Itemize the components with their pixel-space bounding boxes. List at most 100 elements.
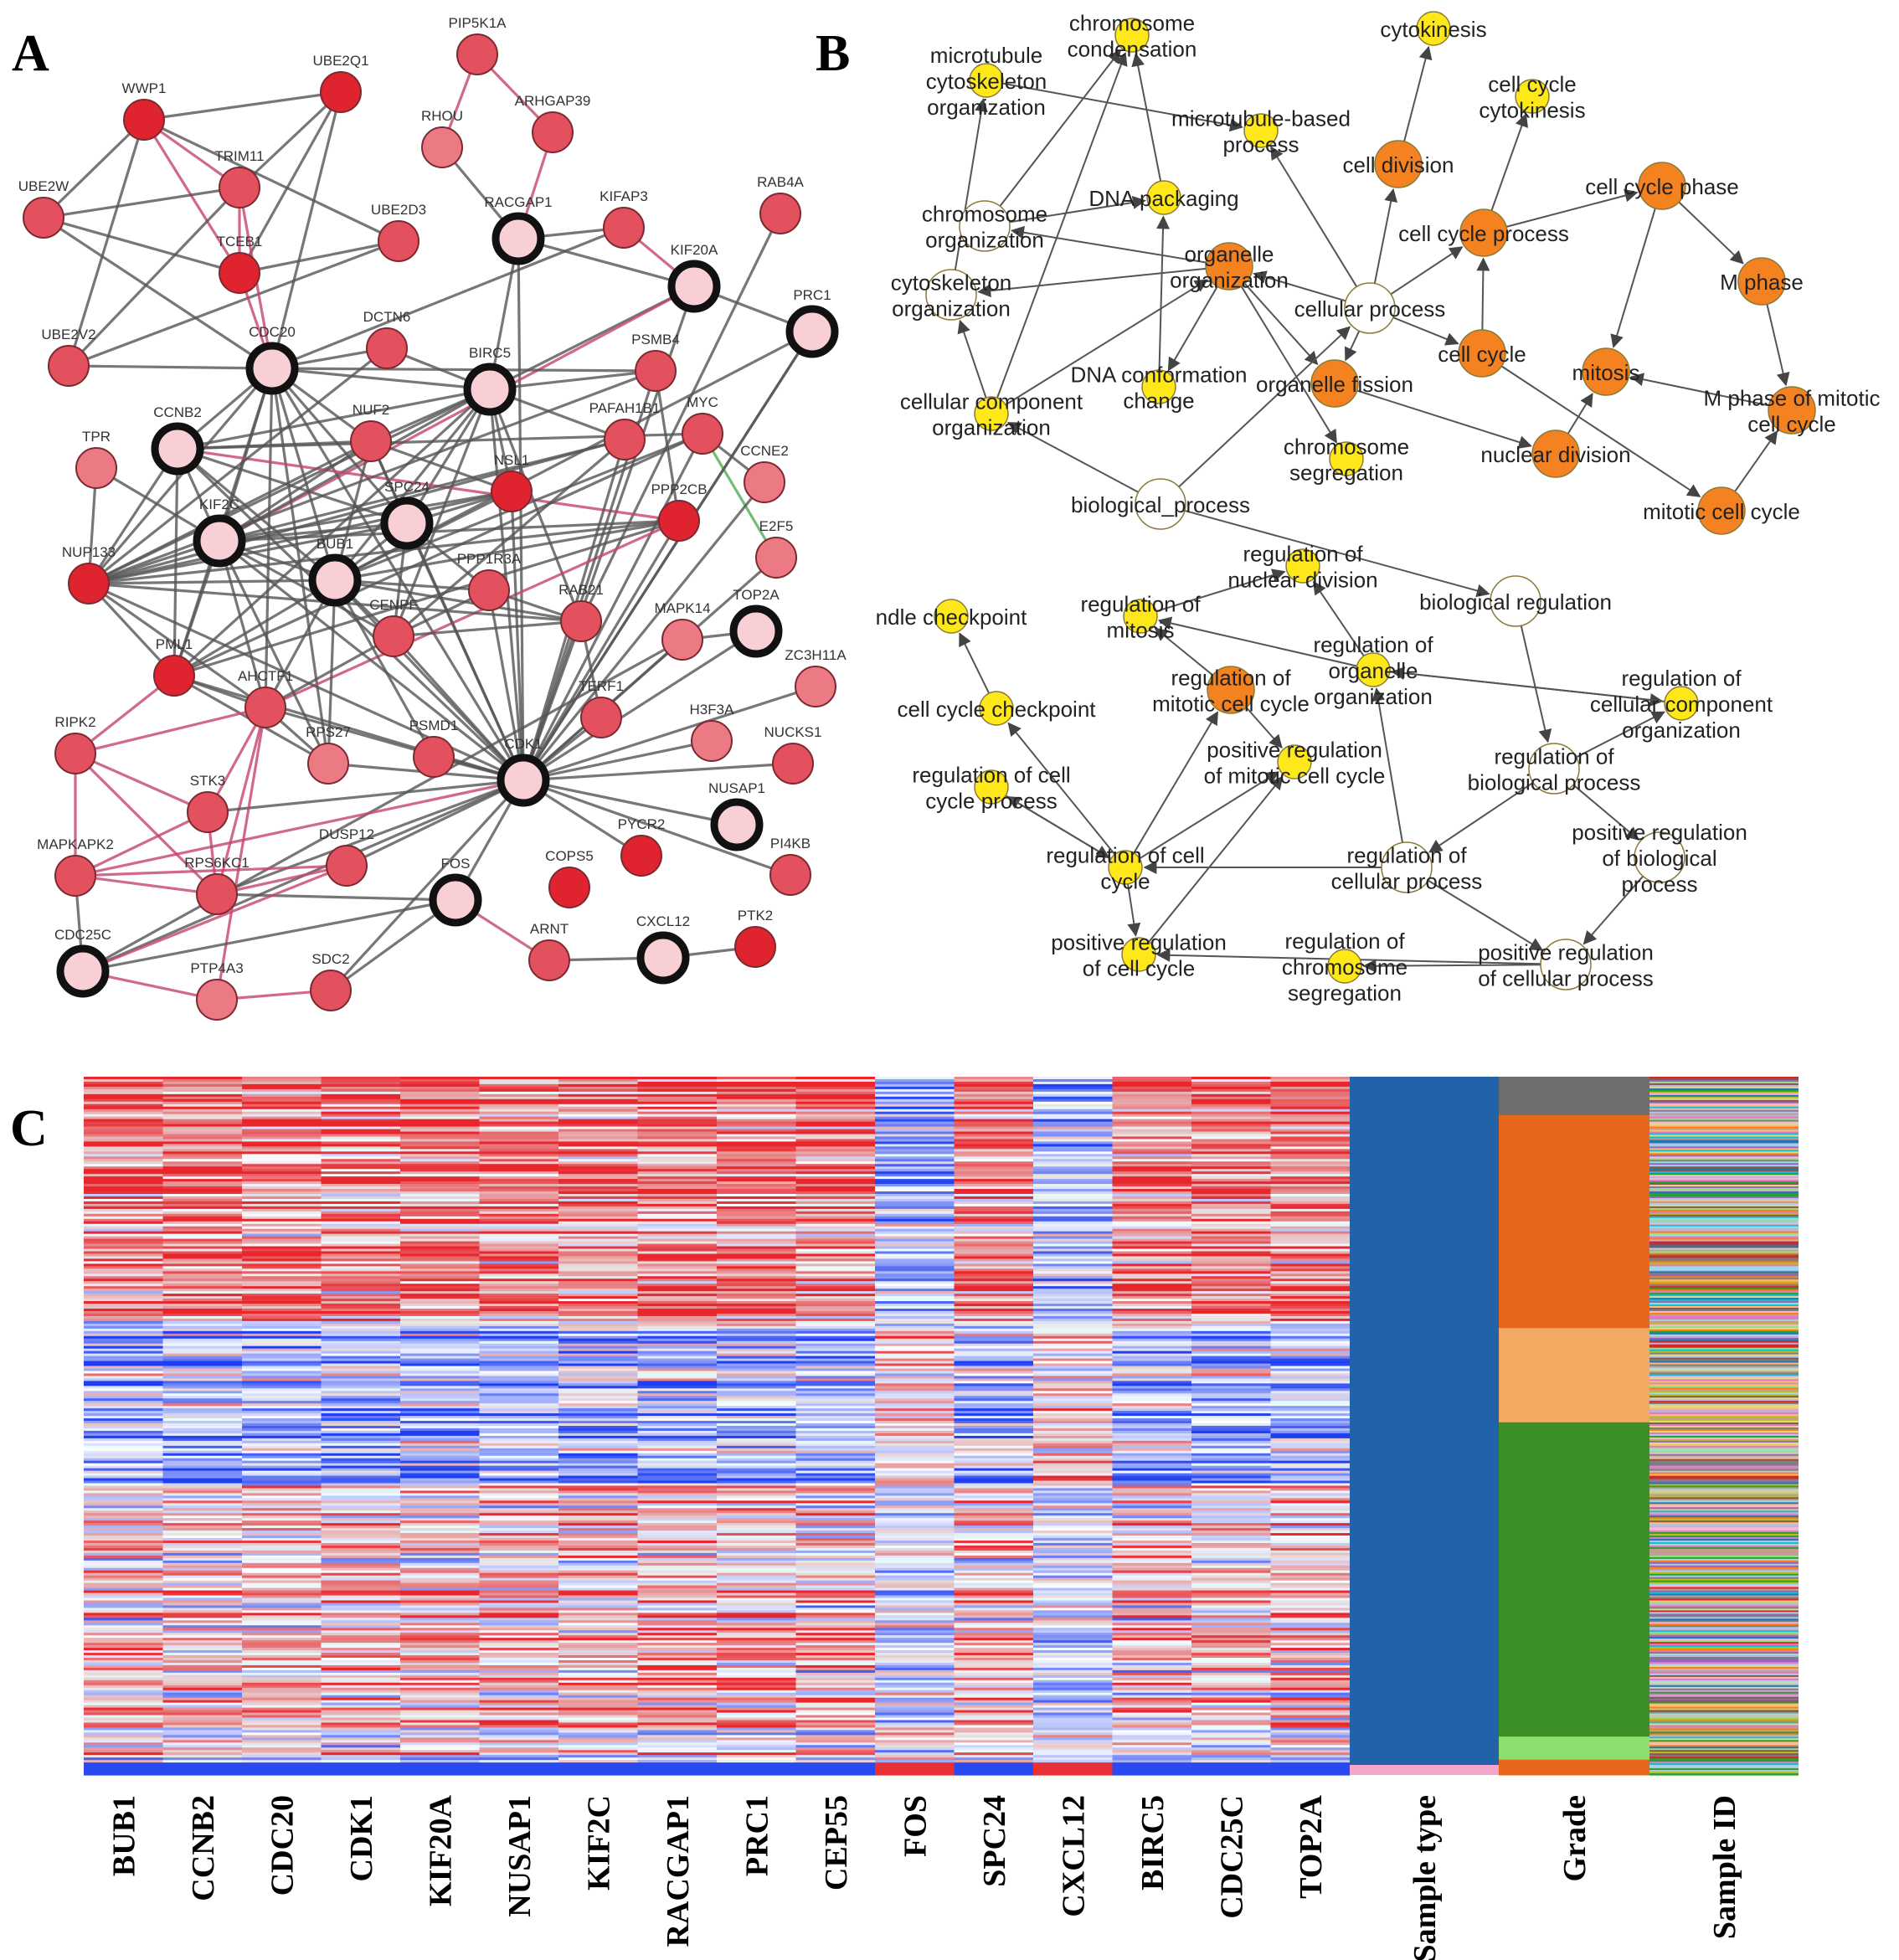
ppi-edge-CCNE2-CDK1 [522, 481, 766, 782]
svg-text:cytokinesis: cytokinesis [1479, 98, 1585, 123]
ppi-edge-NUSAP1-CDK1 [522, 779, 738, 826]
ppi-node-h3f3a: H3F3A [690, 702, 734, 762]
ppi-edge-WWP1-UBE2D3 [143, 118, 399, 243]
ppi-edge-FOS-CDC25C [82, 898, 456, 973]
go-edge-chrom_org-dna_pack [1009, 195, 1146, 224]
svg-text:cell division: cell division [1343, 152, 1454, 177]
svg-text:cellular process: cellular process [1294, 296, 1446, 322]
svg-text:cellular component: cellular component [1590, 692, 1773, 717]
ppi-edge-WWP1-TCEB1 [142, 119, 241, 274]
svg-text:TOP2A: TOP2A [733, 587, 780, 603]
go-node-cc-phase: cell cycle phase [1585, 162, 1739, 210]
column-label-birc5: BIRC5 [1135, 1795, 1171, 1891]
go-edge-reg_mit_cc-reg_mitosis [1154, 627, 1213, 676]
go-node-cc-process: cell cycle process [1398, 208, 1569, 257]
go-edge-org_fission-nuc_div [1356, 389, 1532, 449]
heatmap-column-fos [875, 1077, 955, 1776]
go-edge-org_org-org_fission [1243, 283, 1319, 366]
svg-text:regulation of: regulation of [1284, 929, 1405, 954]
svg-text:change: change [1123, 388, 1194, 414]
column-label-spc24: SPC24 [977, 1795, 1012, 1887]
column-label-cep55: CEP55 [819, 1795, 854, 1891]
svg-text:UBE2Q1: UBE2Q1 [312, 53, 368, 69]
svg-text:cell cycle: cell cycle [1747, 412, 1835, 437]
svg-text:E2F5: E2F5 [759, 518, 794, 534]
svg-text:PI4KB: PI4KB [770, 836, 811, 851]
svg-text:CDC25C: CDC25C [54, 927, 111, 943]
svg-text:RACGAP1: RACGAP1 [484, 194, 552, 210]
ppi-edge-ZC3H11A-CDK1 [522, 685, 816, 782]
ppi-node-ptp4a3: PTP4A3 [190, 960, 244, 1021]
ppi-node-myc: MYC [682, 394, 723, 455]
svg-text:segregation: segregation [1289, 460, 1403, 486]
svg-text:regulation of cell: regulation of cell [1046, 843, 1204, 868]
go-edge-bio_proc-bio_reg [1184, 509, 1490, 598]
ppi-node-nsl1: NSL1 [491, 452, 533, 512]
svg-text:NUP133: NUP133 [62, 544, 116, 560]
ppi-edge-CENPF-CDK1 [392, 635, 525, 782]
svg-text:nuclear division: nuclear division [1480, 442, 1630, 467]
svg-text:ARHGAP39: ARHGAP39 [515, 93, 591, 109]
svg-text:positive regulation: positive regulation [1207, 738, 1382, 763]
svg-text:biological_process: biological_process [1071, 492, 1250, 517]
ppi-node-ahctf1: AHCTF1 [238, 668, 293, 728]
svg-text:regulation of: regulation of [1346, 843, 1467, 868]
svg-text:organization: organization [927, 95, 1046, 120]
svg-text:process: process [1222, 132, 1299, 157]
ppi-edge-NSL1-NUP133 [88, 490, 512, 585]
ppi-edge-NUP133-PML1 [87, 582, 176, 677]
ppi-node-cdc25c: CDC25C [54, 927, 111, 998]
ppi-edge-MAPKAPK2-RPS6KC1 [75, 874, 218, 896]
svg-text:STK3: STK3 [190, 773, 226, 789]
svg-text:regulation of: regulation of [1080, 592, 1201, 617]
ppi-edge-PAFAH1B1-KIF2C [219, 438, 625, 543]
svg-text:PPP1R3A: PPP1R3A [457, 551, 522, 567]
ppi-node-e2f5: E2F5 [755, 518, 797, 579]
ppi-edge-BUB1-PML1 [173, 579, 336, 677]
go-node-bio-proc: biological_process [1071, 478, 1250, 530]
svg-text:PPP2CB: PPP2CB [651, 481, 707, 497]
svg-text:CXCL12: CXCL12 [636, 913, 690, 929]
go-edge-reg_mitosis-reg_nuc_div [1155, 568, 1286, 613]
go-edge-org_org-chrom_seg [1240, 286, 1337, 444]
ppi-edge-KIF2C-RPS27 [218, 540, 330, 764]
svg-text:nuclear division: nuclear division [1227, 568, 1377, 593]
ppi-node-prc1: PRC1 [785, 287, 839, 358]
svg-text:NUF2: NUF2 [353, 402, 389, 418]
ppi-node-sdc2: SDC2 [310, 951, 352, 1011]
ppi-edge-PSMB4-NUP133 [88, 369, 656, 585]
ppi-edge-RAB4A-RAB21 [579, 213, 782, 622]
ppi-edge-MYC-E2F5 [701, 433, 778, 558]
ppi-node-mapk14: MAPK14 [654, 600, 711, 661]
go-edge-comp_org-cyto_org [957, 319, 987, 399]
ppi-node-ppp1r3a: PPP1R3A [457, 551, 522, 611]
ppi-node-spc24: SPC24 [380, 479, 434, 550]
ppi-edge-BUB1-RAB21 [334, 579, 582, 623]
svg-text:organization: organization [925, 228, 1044, 253]
ppi-edge-NSL1-KIF2C [219, 490, 512, 543]
svg-text:regulation of: regulation of [1313, 632, 1433, 657]
ppi-node-ccnb2: CCNB2 [151, 404, 204, 476]
ppi-node-nup133: NUP133 [62, 544, 116, 604]
svg-text:KIFAP3: KIFAP3 [600, 188, 648, 204]
go-edge-cc_chk-spindle_chk [959, 632, 991, 694]
svg-text:organization: organization [932, 415, 1051, 440]
svg-text:regulation of: regulation of [1494, 744, 1614, 769]
go-edge-mit_cc-m_phase_mit [1734, 430, 1778, 492]
panel-b-label: B [816, 25, 850, 82]
annotation-sample-id [1649, 1077, 1799, 1776]
svg-text:ARNT: ARNT [530, 921, 569, 937]
heatmap-column-cdc20 [242, 1077, 322, 1776]
ppi-edge-NSL1-CDK1 [510, 491, 525, 781]
svg-text:PSMD1: PSMD1 [409, 718, 459, 733]
go-node-mit-cc: mitotic cell cycle [1643, 486, 1800, 535]
ppi-node-rab4a: RAB4A [757, 174, 805, 234]
